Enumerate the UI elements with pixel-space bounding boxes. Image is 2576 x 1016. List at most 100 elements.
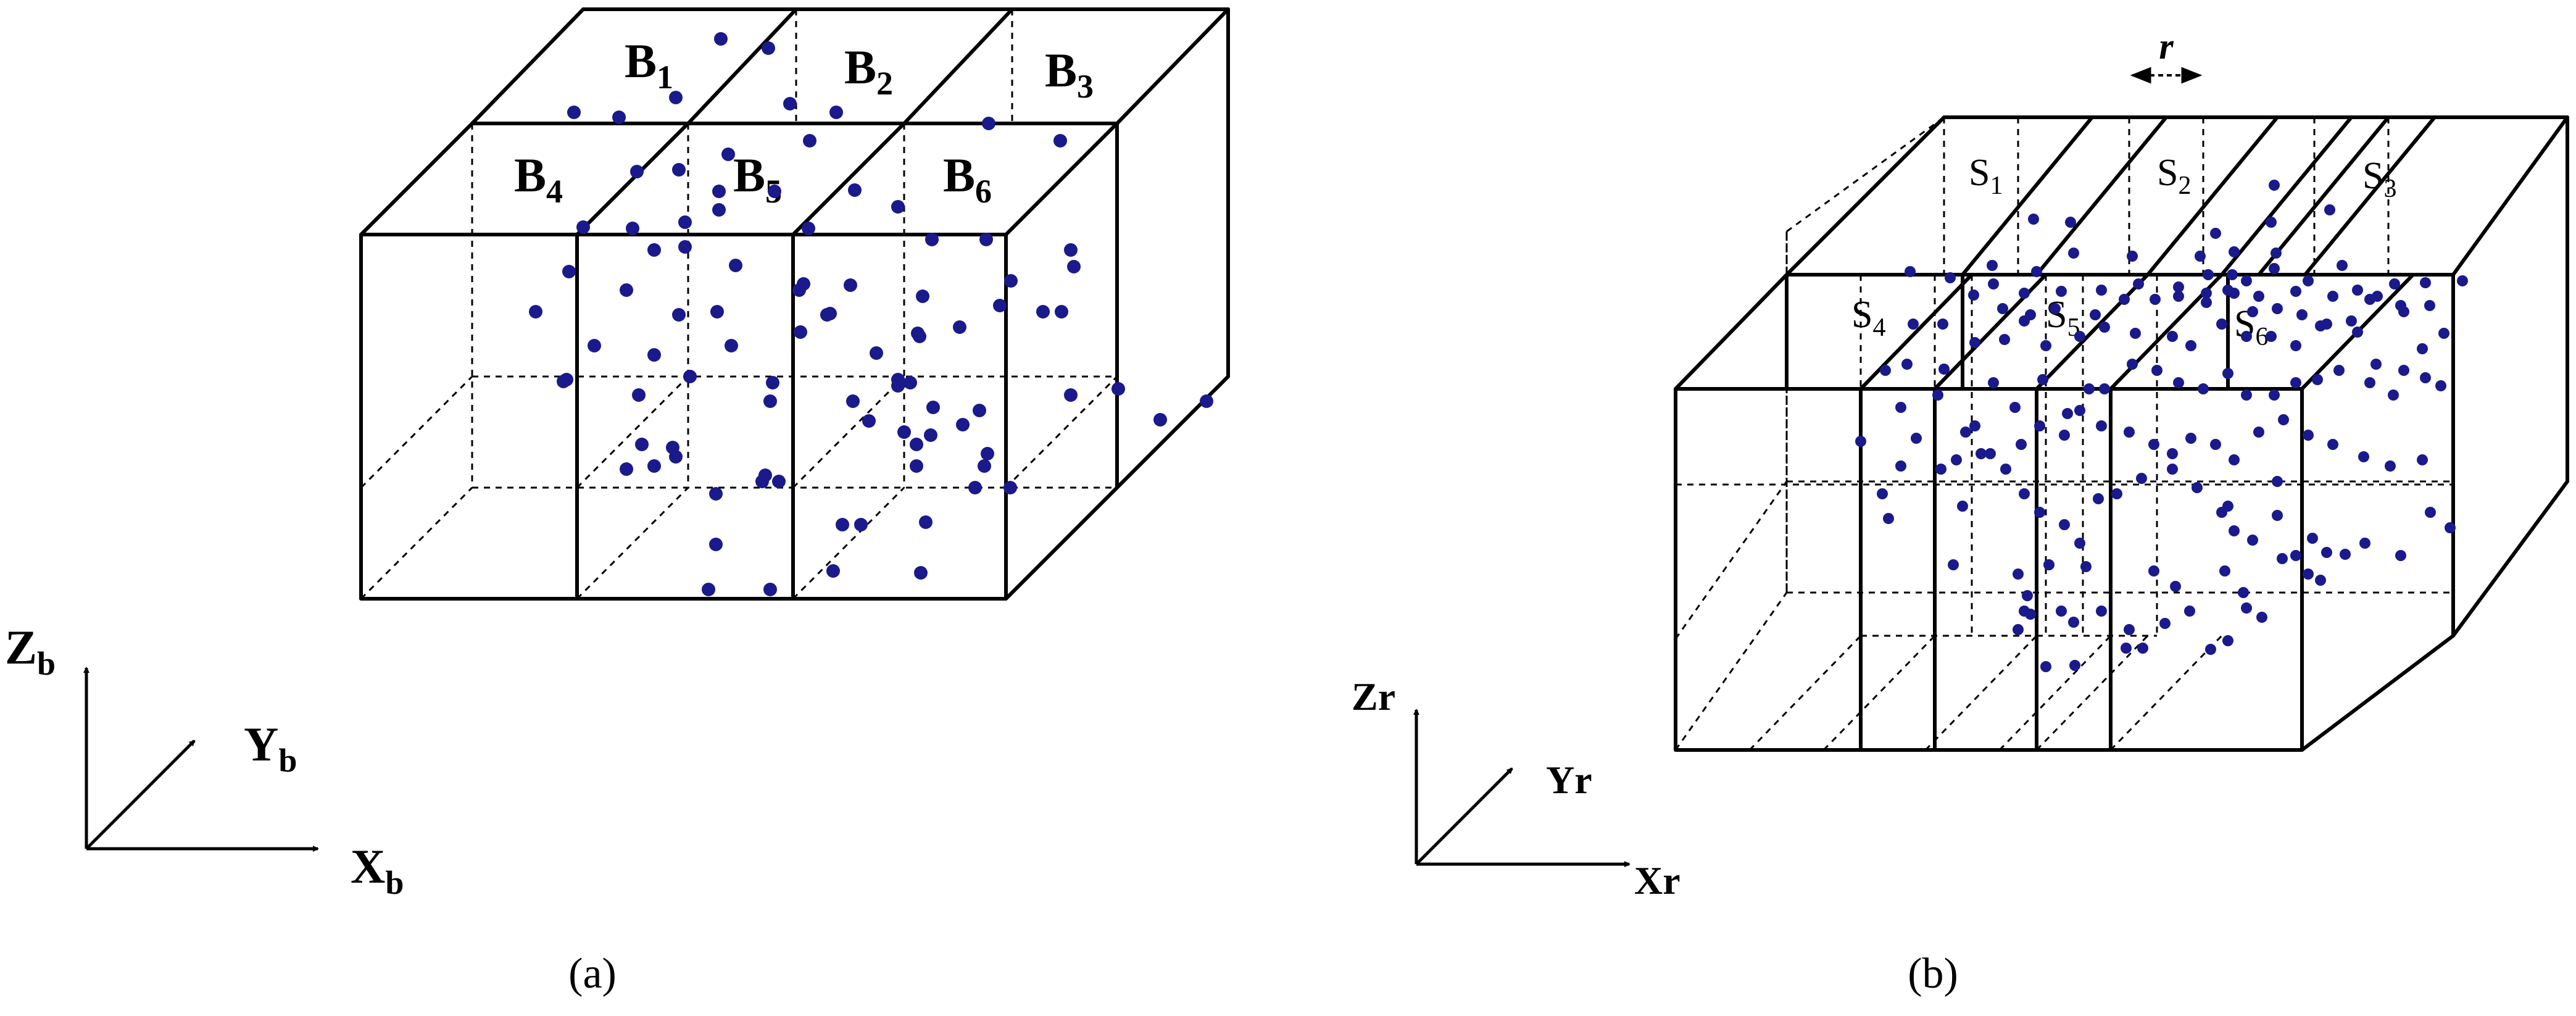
panel-a-point-50 [870,346,883,360]
panel-b-point-46 [2090,309,2101,320]
panel-b-point-179 [2445,522,2456,533]
panel-b-point-171 [2222,635,2233,646]
panel-b-point-58 [2398,306,2409,317]
slab-label-s3: S3 [2362,155,2396,203]
panel-a-point-35 [620,283,633,297]
panel-a-point-94 [647,459,661,473]
panel-b-point-15 [2227,269,2238,280]
axis-label-xb: Xb [351,839,404,901]
panel-b-point-4 [2266,217,2277,228]
panel-a-point-34 [562,265,576,278]
panel-a-point-15 [768,185,781,198]
panel-b-point-138 [2093,493,2104,504]
panel-b-point-93 [2173,377,2184,388]
panel-b-point-167 [2184,606,2195,617]
panel-b-point-84 [1969,420,1980,431]
panel-b-point-102 [2388,389,2399,401]
panel-b-point-131 [1957,501,1968,512]
panel-b-point-19 [2337,260,2348,271]
panel-b-point-54 [2296,309,2308,320]
panel-a-point-89 [826,564,840,578]
panel-b-point-6 [2271,248,2282,259]
panel-b-point-150 [2013,568,2024,580]
panel-b-point-21 [2389,278,2400,289]
panel-b-point-89 [2084,383,2095,394]
panel-b-point-168 [2159,618,2171,629]
panel-b-caption: (b) [1908,950,1958,997]
panel-b-point-64 [2019,315,2030,327]
panel-a-point-90 [910,438,923,451]
panel-b-point-98 [2290,377,2301,388]
panel-a-point-8 [982,117,995,130]
panel-b-point-91 [2127,359,2138,370]
panel-a-point-18 [712,203,726,217]
panel-b-point-81 [1895,402,1906,413]
panel-b-point-182 [2222,501,2233,512]
panel-b-point-173 [2277,553,2288,564]
panel-a-point-45 [647,348,661,362]
panel-a-points [529,32,1213,596]
panel-b-point-99 [2312,374,2323,385]
panel-a-point-36 [672,308,686,322]
panel-a-point-30 [1064,243,1078,257]
panel-b-point-49 [2173,291,2184,302]
panel-a-point-56 [956,418,970,431]
panel-a-point-80 [772,475,786,488]
panel-b-point-104 [2435,380,2446,391]
slab-label-s4: S4 [1851,294,1885,342]
panel-b-point-28 [2133,278,2144,289]
panel-b-point-161 [1948,559,1959,570]
panel-b-point-86 [2009,402,2021,413]
panel-b-point-119 [2167,448,2178,459]
panel-a-point-33 [529,305,542,319]
panel-b-point-78 [2417,343,2428,354]
panel-a-point-37 [710,305,724,319]
panel-b-points [1855,180,2468,672]
panel-b-point-160 [2121,643,2132,654]
panel-b-point-18 [2303,275,2314,286]
panel-b-point-149 [2315,575,2326,586]
panel-b-point-124 [2278,414,2289,425]
panel-a-point-82 [709,538,723,551]
panel-a-point-48 [794,325,807,339]
panel-b-point-159 [2069,660,2080,671]
panel-b-point-128 [2385,460,2396,472]
panel-b-point-83 [1932,389,1943,401]
panel-b-point-127 [2358,451,2369,462]
panel-b-point-57 [2372,291,2383,302]
panel-b-point-145 [2247,535,2258,546]
panel-b-point-7 [2229,246,2240,257]
panel-b-point-100 [2333,365,2345,376]
panel-b-point-8 [2210,228,2221,239]
panel-b-point-85 [1988,377,1999,388]
panel-a-point-60 [632,388,646,402]
panel-a-point-72 [1003,481,1017,494]
panel-b-point-42 [1968,289,1979,301]
panel-b-point-176 [2340,549,2351,560]
panel-a-point-6 [783,97,797,110]
panel-b-point-43 [1997,303,2008,314]
panel-a-point-52 [913,330,926,343]
panel-a-point-83 [836,518,849,531]
panel-b-point-62 [1969,337,1980,348]
panel-b-point-122 [2229,454,2240,465]
panel-b-point-137 [2074,538,2085,549]
panel-b-point-75 [2315,320,2326,331]
panel-b-point-53 [2272,303,2283,314]
panel-b-point-5 [2324,204,2335,215]
panel-b-point-185 [2238,587,2249,598]
panel-a-point-46 [725,339,738,352]
panel-a-point-29 [844,278,857,292]
panel-b-point-67 [2099,322,2110,333]
panel-a-point-61 [560,373,573,386]
panel-a-point-93 [635,438,649,451]
panel-a-point-69 [981,447,994,460]
panel-b-point-111 [1985,448,1996,459]
panel-b-point-108 [1935,464,1947,475]
panel-a-point-3 [669,91,683,104]
panel-a-point-47 [766,376,779,389]
panel-a-point-54 [904,376,917,389]
panel-b-point-60 [1901,359,1913,370]
panel-b-point-175 [2321,547,2332,558]
panel-b-point-45 [2050,303,2061,314]
